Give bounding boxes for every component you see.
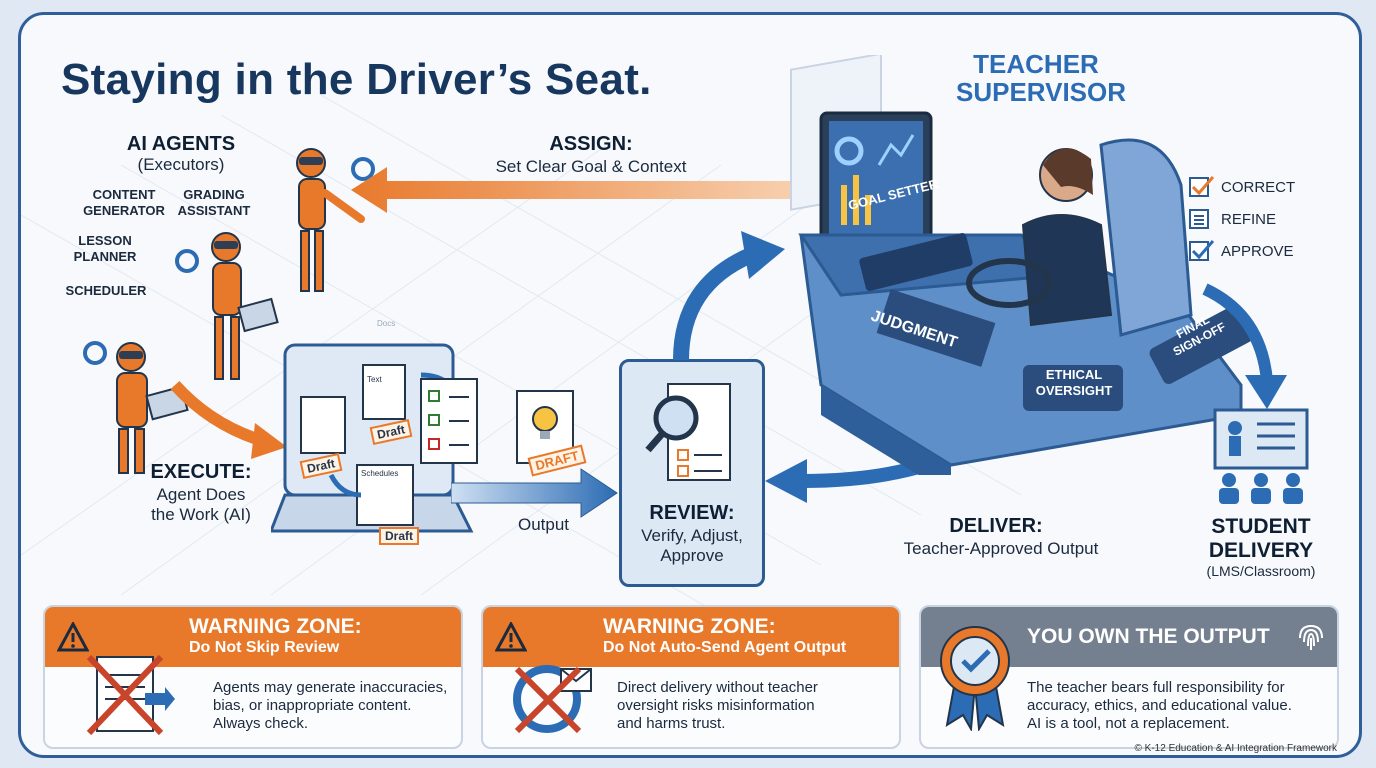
magnifier-icon [645, 383, 731, 481]
student-delivery-line2: DELIVERY [1208, 539, 1314, 562]
classroom-icon [1213, 408, 1309, 504]
text-doc-label: Text [367, 375, 382, 384]
checkbox-check-icon [1189, 240, 1215, 261]
crossed-send-icon [513, 665, 592, 734]
checklist-label: REFINE [1221, 210, 1277, 228]
ai-agents-illustration [83, 148, 375, 474]
review-line1: Verify, Adjust, [641, 526, 743, 545]
list-icon [1189, 209, 1209, 229]
role-grading-assistant: GRADING ASSISTANT [177, 187, 251, 218]
robot-icon [116, 342, 189, 474]
checklist-label: APPROVE [1221, 242, 1294, 260]
review-heading: REVIEW: [649, 502, 735, 524]
crossed-document-icon [86, 654, 175, 736]
infographic-frame: Staying in the Driver’s Seat. AI AGENTS … [18, 12, 1362, 758]
review-card: REVIEW: Verify, Adjust, Approve [619, 359, 765, 587]
docs-label: Docs [377, 319, 396, 328]
footer-copyright: © K-12 Education & AI Integration Framew… [1134, 743, 1337, 754]
deliver-text: Teacher-Approved Output [903, 539, 1099, 558]
panel-body-line: Agents may generate inaccuracies, [213, 679, 448, 696]
panel-body-line: bias, or inappropriate content. [213, 697, 412, 714]
review-line2: Approve [660, 546, 724, 565]
panel-body-line: Direct delivery without teacher [617, 679, 818, 696]
draft-tag: Draft [379, 527, 420, 545]
schedules-label: Schedules [361, 469, 399, 478]
agents-heading: AI AGENTS [126, 133, 236, 155]
checkbox-check-icon [1189, 176, 1215, 197]
panel-body-line: The teacher bears full responsibility fo… [1027, 679, 1285, 696]
panel-body-line: oversight risks misinformation [617, 697, 815, 714]
warning-icon [495, 622, 527, 652]
panel-subtitle: Do Not Auto-Send Agent Output [603, 639, 847, 656]
panel-body: Agents may generate inaccuracies, bias, … [213, 679, 447, 733]
deliver-heading: DELIVER: [949, 515, 1043, 537]
teacher-title-line1: TEACHER [973, 49, 1099, 79]
panel-body-line: Always check. [213, 715, 309, 732]
gear-icon [175, 249, 199, 273]
fingerprint-icon [1298, 624, 1323, 650]
checklist-refine: REFINE [1189, 207, 1276, 231]
robot-icon [296, 148, 365, 292]
assign-arrow [351, 167, 791, 213]
checklist-approve: APPROVE [1189, 239, 1294, 263]
role-scheduler: SCHEDULER [65, 283, 147, 298]
teacher-supervisor-title: TEACHER SUPERVISOR [956, 49, 1127, 107]
gear-icon [351, 157, 375, 181]
panel-body-line: accuracy, ethics, and educational value. [1027, 697, 1292, 714]
page-title: Staying in the Driver’s Seat. [61, 55, 652, 104]
steering-wheel-icon [966, 258, 1052, 308]
warning-panel-auto-send: WARNING ZONE: Do Not Auto-Send Agent Out… [481, 605, 901, 749]
badge-ribbon-icon [940, 626, 1010, 731]
panel-title: WARNING ZONE: [603, 615, 776, 638]
agents-subheading: (Executors) [137, 155, 225, 174]
gear-icon [83, 341, 107, 365]
document-icon [300, 396, 346, 454]
execute-line1: Agent Does [156, 485, 246, 504]
execute-arrow [171, 380, 287, 459]
chair-icon [1099, 138, 1193, 337]
panel-title: WARNING ZONE: [189, 615, 362, 638]
execute-heading: EXECUTE: [150, 461, 252, 483]
warning-icon [57, 622, 89, 652]
output-label: Output [518, 515, 570, 534]
calendar-icon [356, 464, 414, 526]
checklist-label: CORRECT [1221, 178, 1296, 196]
ownership-panel: YOU OWN THE OUTPUT The teacher bears ful… [919, 605, 1339, 749]
panel-body-line: and harms trust. [617, 715, 726, 732]
checklist-correct: CORRECT [1189, 175, 1295, 199]
assign-text: Set Clear Goal & Context [495, 157, 687, 176]
student-delivery-note: (LMS/Classroom) [1206, 563, 1316, 579]
panel-body: Direct delivery without teacher oversigh… [617, 679, 818, 733]
panel-body: The teacher bears full responsibility fo… [1027, 679, 1292, 733]
student-delivery-line1: STUDENT [1211, 515, 1311, 538]
review-to-supervisor-arrow [673, 231, 785, 361]
teacher-console-illustration [790, 55, 1253, 475]
ethical-label-line1: ETHICAL [1045, 367, 1103, 382]
execute-line2: the Work (AI) [151, 505, 251, 524]
ethical-label-line2: OVERSIGHT [1035, 383, 1113, 398]
deliver-arrow [1202, 283, 1287, 409]
teacher-title-line2: SUPERVISOR [956, 77, 1127, 107]
output-arrow [451, 468, 618, 518]
panel-body-line: AI is a tool, not a replacement. [1027, 715, 1230, 732]
panel-title: YOU OWN THE OUTPUT [1027, 625, 1270, 648]
role-lesson-planner: LESSON PLANNER [73, 233, 137, 264]
ethical-oversight-label: ETHICAL OVERSIGHT [1024, 367, 1124, 399]
robot-icon [211, 232, 279, 380]
role-content-generator: CONTENT GENERATOR [83, 187, 165, 218]
warning-panel-skip-review: WARNING ZONE: Do Not Skip Review Agents … [43, 605, 463, 749]
checklist-document-icon [420, 378, 478, 464]
document-icon [362, 364, 406, 420]
assign-heading: ASSIGN: [549, 133, 633, 155]
panel-subtitle: Do Not Skip Review [189, 639, 340, 656]
